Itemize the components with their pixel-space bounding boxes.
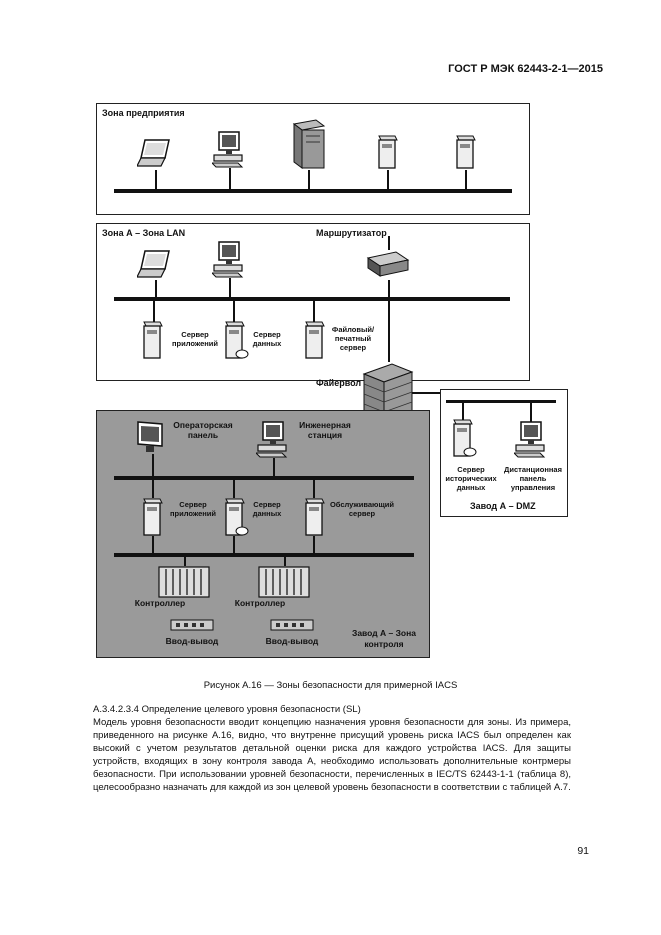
document-header: ГОСТ Р МЭК 62443-2-1—2015 — [448, 63, 603, 75]
ctrl-app-server-icon — [143, 498, 163, 536]
io-module-icon — [270, 619, 314, 631]
eng-station-icon — [256, 421, 288, 458]
enterprise-bus — [114, 189, 512, 193]
dmz-link — [412, 392, 440, 394]
dmz-bus — [446, 400, 556, 403]
service-server-icon — [305, 498, 325, 536]
zone-lan — [96, 223, 530, 381]
section-heading: A.3.4.2.3.4 Определение целевого уровня … — [93, 704, 361, 715]
figure-caption: Рисунок А.16 — Зоны безопасности для при… — [203, 680, 458, 691]
workstation-icon — [212, 131, 244, 168]
io-2-label: Ввод-вывод — [265, 636, 319, 646]
server-tower-icon — [456, 135, 476, 169]
laptop-icon — [137, 139, 170, 167]
router-icon — [366, 251, 410, 277]
server-tower-icon — [378, 135, 398, 169]
zone-dmz — [440, 389, 568, 517]
zone-lan-label: Зона А – Зона LAN — [102, 228, 186, 238]
data-server-icon — [225, 321, 249, 359]
page-number: 91 — [577, 845, 589, 857]
control-bus — [114, 476, 414, 480]
body-paragraph: Модель уровня безопасности вводит концеп… — [93, 717, 571, 793]
io-module-icon — [170, 619, 214, 631]
ctrl-data-server-icon — [225, 498, 249, 536]
zone-enterprise — [96, 103, 530, 215]
field-bus — [114, 553, 414, 557]
network-figure: Зона предприятия Зона А – Зона LAN Маршр… — [96, 103, 568, 658]
laptop-icon — [137, 250, 170, 278]
io-1-label: Ввод-вывод — [165, 636, 219, 646]
hist-server-icon — [453, 419, 477, 457]
file-server-icon — [305, 321, 325, 359]
router-label: Маршрутизатор — [316, 228, 387, 238]
lan-bus — [114, 297, 510, 301]
zone-enterprise-label: Зона предприятия — [102, 108, 185, 118]
app-server-icon — [143, 321, 163, 359]
workstation-icon — [212, 241, 244, 278]
mainframe-icon — [292, 119, 326, 169]
remote-panel-icon — [514, 421, 546, 458]
controller-2-label: Контроллер — [234, 598, 286, 608]
zone-dmz-label: Завод А – DMZ — [470, 501, 536, 511]
controller-icon — [158, 566, 210, 598]
firewall-label: Файервол — [316, 378, 362, 388]
operator-panel-icon — [137, 421, 163, 452]
controller-1-label: Контроллер — [134, 598, 186, 608]
controller-icon — [258, 566, 310, 598]
